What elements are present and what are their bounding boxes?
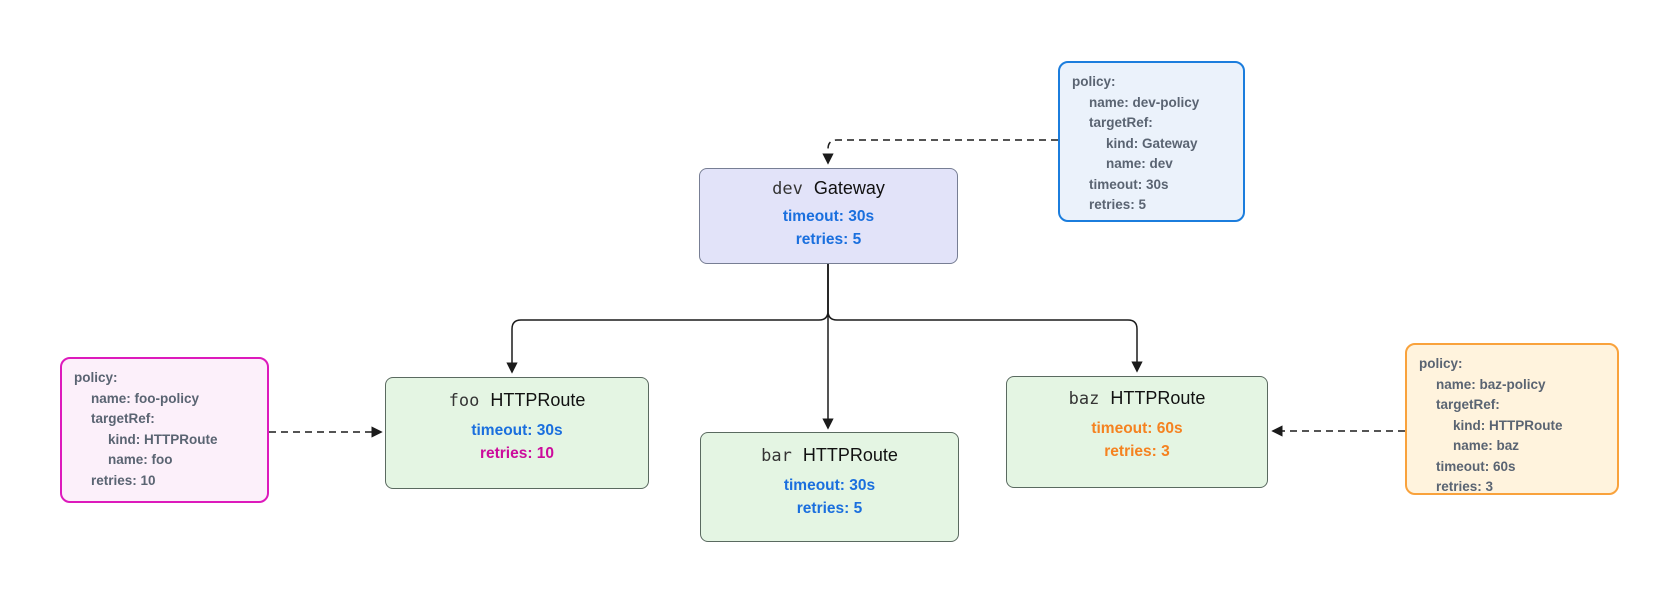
node-foo-httproute: foo HTTPRoute timeout: 30s retries: 10	[385, 377, 649, 489]
policy-line: policy:	[74, 370, 118, 385]
resource-name: dev	[772, 179, 803, 199]
policy-line: kind: HTTPRoute	[108, 431, 218, 447]
policy-line: timeout: 60s	[1436, 458, 1516, 474]
node-baz-httproute: baz HTTPRoute timeout: 60s retries: 3	[1006, 376, 1268, 488]
policy-line: timeout: 30s	[1089, 176, 1169, 192]
resource-kind: Gateway	[813, 178, 885, 198]
policy-line: retries: 10	[91, 472, 156, 488]
policy-line: policy:	[1419, 356, 1463, 371]
baz-policy-box: policy: name: baz-policy targetRef: kind…	[1405, 343, 1619, 495]
policy-line: targetRef:	[1436, 397, 1500, 412]
foo-policy-box: policy: name: foo-policy targetRef: kind…	[60, 357, 269, 503]
retries-value: retries: 3	[1104, 443, 1170, 460]
retries-value: retries: 5	[796, 500, 863, 517]
policy-line: name: dev-policy	[1089, 94, 1200, 110]
timeout-value: timeout: 60s	[1091, 420, 1183, 437]
timeout-value: timeout: 30s	[782, 208, 875, 225]
policy-line: name: foo	[108, 452, 173, 467]
policy-line: name: foo-policy	[91, 390, 200, 406]
resource-kind: HTTPRoute	[802, 445, 898, 465]
retries-value: retries: 5	[795, 231, 862, 248]
resource-kind: HTTPRoute	[490, 390, 586, 410]
policy-line: targetRef:	[1089, 115, 1153, 130]
node-dev-gateway: dev Gateway timeout: 30s retries: 5	[699, 168, 958, 264]
timeout-value: timeout: 30s	[471, 422, 563, 439]
policy-line: retries: 5	[1089, 197, 1147, 212]
resource-name: baz	[1068, 389, 1100, 409]
edge-gateway-to-foo-route	[506, 264, 829, 374]
resource-kind: HTTPRoute	[1110, 388, 1206, 408]
node-title: baz HTTPRoute	[1007, 388, 1267, 409]
policy-line: targetRef:	[91, 411, 155, 426]
timeout-value: timeout: 30s	[783, 477, 876, 494]
dev-policy-box: policy: name: dev-policy targetRef: kind…	[1058, 61, 1245, 222]
edge-gateway-to-baz-route	[827, 264, 1143, 373]
resource-name: bar	[761, 446, 792, 466]
node-bar-httproute: bar HTTPRoute timeout: 30s retries: 5	[700, 432, 959, 542]
edge-dev-policy-to-gateway	[822, 139, 1058, 165]
policy-line: kind: Gateway	[1106, 135, 1198, 151]
node-title: foo HTTPRoute	[386, 390, 648, 411]
policy-line: kind: HTTPRoute	[1453, 417, 1563, 433]
resource-name: foo	[448, 391, 480, 411]
policy-line: name: baz-policy	[1436, 376, 1546, 392]
node-title: dev Gateway	[700, 178, 957, 199]
policy-line: retries: 3	[1436, 479, 1494, 494]
policy-line: policy:	[1072, 74, 1116, 89]
policy-line: name: baz	[1453, 438, 1520, 453]
node-title: bar HTTPRoute	[701, 445, 958, 466]
policy-line: name: dev	[1106, 156, 1173, 171]
retries-value: retries: 10	[479, 445, 555, 462]
